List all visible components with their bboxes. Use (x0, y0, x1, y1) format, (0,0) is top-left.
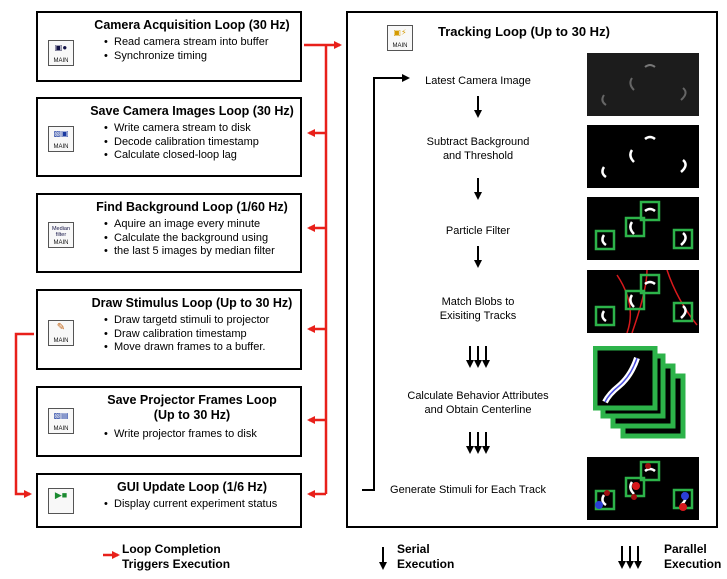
loop-bullet: Move drawn frames to a buffer. (104, 341, 298, 355)
trigger-bus-left (14, 332, 34, 498)
gui-vi-icon: ▶■ (48, 488, 74, 514)
loop-camera-acquisition: ▣●MAIN Camera Acquisition Loop (30 Hz) R… (36, 11, 302, 82)
step-particle-filter: Particle Filter (445, 225, 511, 237)
thumb-generate-stimuli (587, 457, 699, 520)
thumb-particle-filter (587, 197, 699, 260)
parallel-arrows-1 (466, 346, 490, 368)
loop-title: Save Projector Frames Loop(Up to 30 Hz) (107, 393, 277, 422)
legend-parallel-arrows-icon (618, 546, 642, 569)
loop-save-camera-images: ▧▣MAIN Save Camera Images Loop (30 Hz) W… (36, 97, 302, 177)
loop-title: Find Background Loop (1/60 Hz) (96, 200, 288, 214)
parallel-arrows-2 (466, 432, 490, 454)
loop-title: Camera Acquisition Loop (30 Hz) (94, 18, 290, 32)
tracking-loop-title: Tracking Loop (Up to 30 Hz) (438, 24, 610, 39)
step-generate-stimuli: Generate Stimuli for Each Track (390, 484, 546, 496)
save-projector-vi-icon: ▧▤MAIN (48, 408, 74, 434)
pencil-vi-icon: ✎MAIN (48, 320, 74, 346)
loop-bullet: Write camera stream to disk (104, 122, 298, 136)
loop-title: Draw Stimulus Loop (Up to 30 Hz) (91, 296, 293, 310)
save-camera-vi-icon: ▧▣MAIN (48, 126, 74, 152)
tracking-vi-icon: ▣⚡MAIN (387, 25, 413, 51)
loop-draw-stimulus: ✎MAIN Draw Stimulus Loop (Up to 30 Hz) D… (36, 289, 302, 370)
loop-bullet: Draw targetd stimuli to projector (104, 314, 298, 328)
loop-bullet: Display current experiment status (104, 498, 298, 512)
loop-bullet: Read camera stream into buffer (104, 36, 298, 50)
loop-bullet: Calculate the background using (104, 232, 298, 246)
loop-save-projector-frames: ▧▤MAIN Save Projector Frames Loop(Up to … (36, 386, 302, 457)
thumb-latest-camera-image (587, 53, 699, 116)
thumb-match-blobs (587, 270, 699, 333)
tracking-loopback-arrow (362, 74, 410, 491)
step-latest-camera-image: Latest Camera Image (425, 75, 531, 87)
thumb-threshold (587, 125, 699, 188)
loop-bullet: Decode calibration timestamp (104, 136, 298, 150)
loop-bullet: Calculate closed-loop lag (104, 149, 298, 163)
loop-bullet: Synchronize timing (104, 50, 298, 64)
thumb-centerline-stack (593, 346, 686, 439)
loop-bullet: Aquire an image every minute (104, 218, 298, 232)
loop-title: Save Camera Images Loop (30 Hz) (90, 104, 294, 118)
loop-bullet: Draw calibration timestamp (104, 328, 298, 342)
camera-vi-icon: ▣●MAIN (48, 40, 74, 66)
loop-bullet-continuation: the last 5 images by median filter (104, 245, 298, 259)
loop-gui-update: ▶■ GUI Update Loop (1/6 Hz) Display curr… (36, 473, 302, 528)
tracking-loop-panel (346, 11, 718, 528)
loop-title: GUI Update Loop (1/6 Hz) (117, 480, 267, 494)
loop-bullet: Write projector frames to disk (104, 428, 298, 442)
